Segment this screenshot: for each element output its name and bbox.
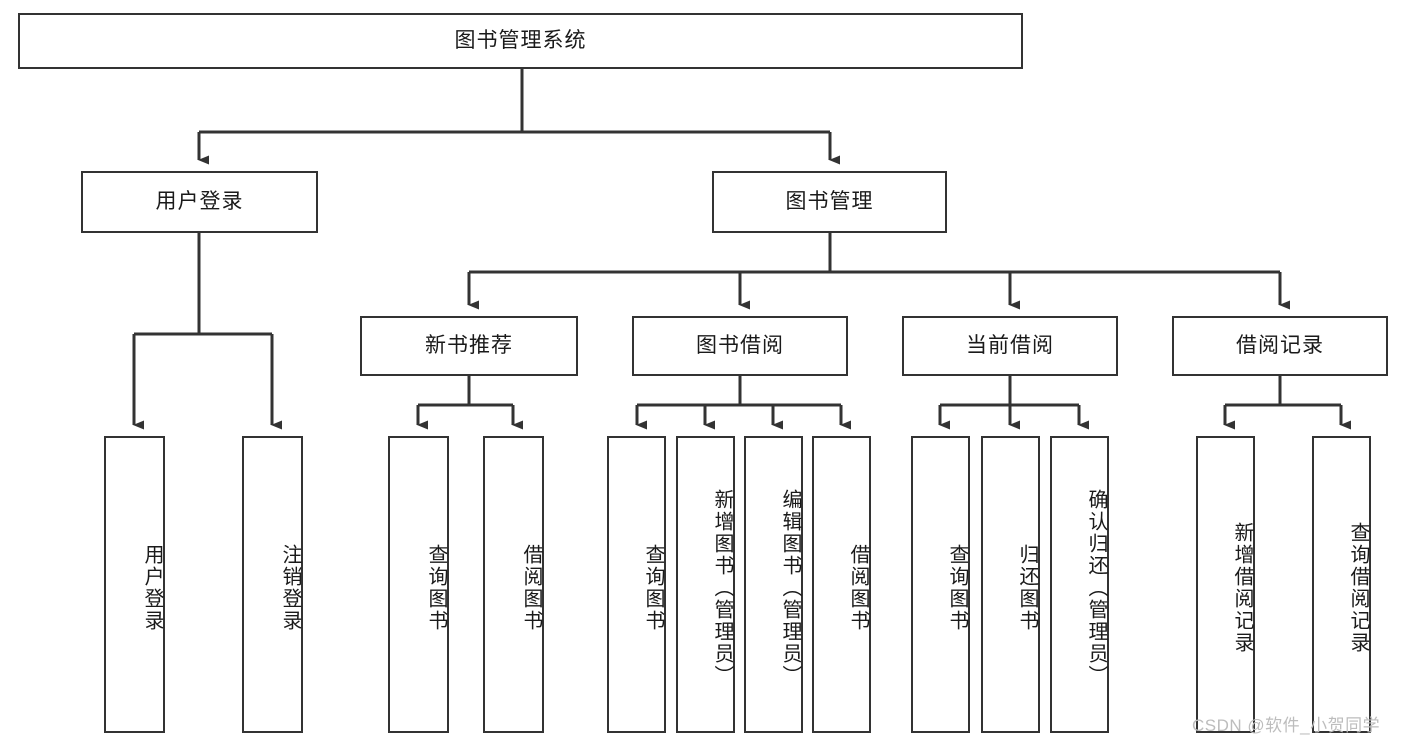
node-borrow-record[interactable]: 借阅记录: [1172, 316, 1388, 376]
node-leaf-return-book[interactable]: 归还图书: [981, 436, 1040, 733]
node-leaf-user-login[interactable]: 用户登录: [104, 436, 165, 733]
node-user-login[interactable]: 用户登录: [81, 171, 318, 233]
node-leaf-query-book-recommend[interactable]: 查询图书: [388, 436, 449, 733]
node-book-borrow[interactable]: 图书借阅: [632, 316, 848, 376]
node-root-system[interactable]: 图书管理系统: [18, 13, 1023, 69]
node-leaf-query-borrow-record[interactable]: 查询借阅记录: [1312, 436, 1371, 733]
node-leaf-user-logout[interactable]: 注销登录: [242, 436, 303, 733]
node-leaf-query-book-borrow[interactable]: 查询图书: [607, 436, 666, 733]
watermark-text: CSDN @软件_小贺同学: [1192, 716, 1381, 735]
node-leaf-borrow-book-recommend[interactable]: 借阅图书: [483, 436, 544, 733]
node-leaf-add-book[interactable]: 新增图书（管理员）: [676, 436, 735, 733]
node-leaf-borrow-book[interactable]: 借阅图书: [812, 436, 871, 733]
node-book-manage[interactable]: 图书管理: [712, 171, 947, 233]
node-leaf-query-book-current[interactable]: 查询图书: [911, 436, 970, 733]
node-leaf-edit-book[interactable]: 编辑图书（管理员）: [744, 436, 803, 733]
node-current-borrow[interactable]: 当前借阅: [902, 316, 1118, 376]
node-new-book-recommend[interactable]: 新书推荐: [360, 316, 578, 376]
node-leaf-confirm-return[interactable]: 确认归还（管理员）: [1050, 436, 1109, 733]
node-leaf-add-borrow-record[interactable]: 新增借阅记录: [1196, 436, 1255, 733]
